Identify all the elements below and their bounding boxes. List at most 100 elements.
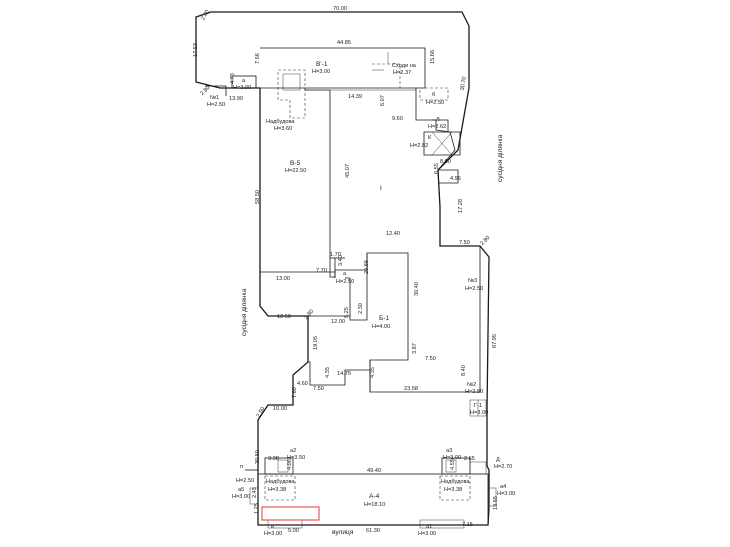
dim-label: 7.50 [313,386,324,392]
dim-label: 70.00 [333,6,347,12]
dim-label: 1.70 [330,252,341,258]
annex-height: H=3.50 [287,455,305,461]
street-label: вулиця [332,529,354,536]
dim-label: 2.65 [464,456,475,462]
dim-label: 6.07 [380,95,386,106]
annex-height: H=3.00 [470,410,488,416]
annex-a1 [419,519,465,529]
annex-k-cross [431,131,453,156]
annex-d [469,461,487,475]
annex-label: №2 [467,382,476,388]
dim-label: 2.50 [256,406,267,418]
annex-height: H=3.00 [264,531,282,537]
annex-height: H=2.50 [465,389,483,395]
dim-label: 7.70 [316,268,327,274]
dim-label: 4.95 [450,176,461,182]
dim-label: 3.87 [412,343,418,354]
wall-line [308,361,370,386]
dim-label: 14.75 [337,371,351,377]
dim-label: 2.80 [304,309,316,321]
building-height: H=3.00 [312,69,330,75]
annex-label: Д [496,457,500,463]
annex-label: а [343,271,347,277]
dim-label: 4.35 [370,367,376,378]
dim-label: 4.35 [325,367,331,378]
dim-label: 1.25 [254,503,260,514]
dim-label: 2.80 [200,9,211,21]
superstructure-label: Надбудова [266,119,295,125]
annex-height: H=2.70 [494,464,512,470]
dim-label: 2.30 [358,303,364,314]
dim-label: 4.55 [450,459,456,470]
annex-label: б [432,92,435,98]
dim-label: 2.80 [479,235,491,247]
annex-label: а1 [426,524,432,530]
dim-label: 8.40 [461,365,467,376]
annex-label: а3 [446,448,452,454]
dim-label: 49.40 [367,468,381,474]
dim-label: 30.70 [460,76,468,91]
dim-label: 19.05 [313,336,319,350]
superstructure-label: Надбудова [441,479,470,485]
building-height: H=18.10 [364,502,385,508]
annex-label: К [428,135,432,141]
dim-label: 67.95 [492,334,498,348]
superstructure-2 [264,475,296,501]
annex-height: H=3.00 [232,494,250,500]
zone-label: І [380,185,382,192]
dim-label: 7.56 [255,53,261,64]
annex-height: H=2.50 [207,102,225,108]
highlight-marker [261,506,320,521]
annex-height: H=2.50 [465,286,483,292]
annex-1 [205,85,227,96]
stairs-outline [372,63,401,88]
superstructure-1 [277,69,306,119]
annex-l [432,119,449,132]
annex-height: H=2.82 [410,143,428,149]
dim-label: 12.00 [331,319,345,325]
annex-a3-core [445,459,457,473]
dim-label: 7.15 [462,522,473,528]
dim-label: 13.90 [229,96,243,102]
annex-label: а4 [500,484,506,490]
annex-a2-core [277,459,289,473]
stairs-label: Сходи на [392,63,417,69]
annex-label: Г-1 [474,403,482,409]
dim-label: 4.73 [230,73,236,84]
dim-label: 3.38 [268,456,279,462]
annex-label: №1 [210,95,219,101]
dim-label: 45.07 [345,164,351,178]
annex-height: H=3.00 [233,85,251,91]
superstructure-1-core [282,73,301,91]
dim-label: 9.60 [392,116,403,122]
dim-label: 7.60 [292,387,298,398]
dim-label: 2.45 [252,487,258,498]
annex-a2 [264,457,294,475]
annex-label: a [242,78,246,84]
stairs-height: H=2.37 [393,70,411,76]
annex-label: а2 [290,448,296,454]
annex-height: H=2.50 [236,478,254,484]
dim-label: 17.53 [193,43,199,57]
dim-label: 61.30 [366,528,380,534]
wall-step [438,169,459,184]
neighbor-plot-right-label: сусідня ділянка [496,134,504,182]
annex-label: Л [436,117,440,123]
annex-height: H=3.00 [497,491,515,497]
building-height: H=22.50 [285,168,306,174]
wall-line [345,253,368,321]
dim-label: 13.00 [276,276,290,282]
building-height: H=4.00 [372,324,390,330]
annex-label: в [271,524,274,530]
annex-a-top [231,75,257,89]
dim-label: 30.40 [414,282,420,296]
dim-label: 7.50 [425,356,436,362]
annex-label: №3 [468,278,477,284]
dim-label: 8.00 [440,159,451,165]
annex-a5 [249,487,259,505]
dim-label: 4.60 [297,381,308,387]
annex-height: H=3.00 [443,455,461,461]
dim-label: 20.66 [364,260,370,274]
dim-label: 3.40 [338,255,344,266]
annex-a4 [487,487,497,507]
